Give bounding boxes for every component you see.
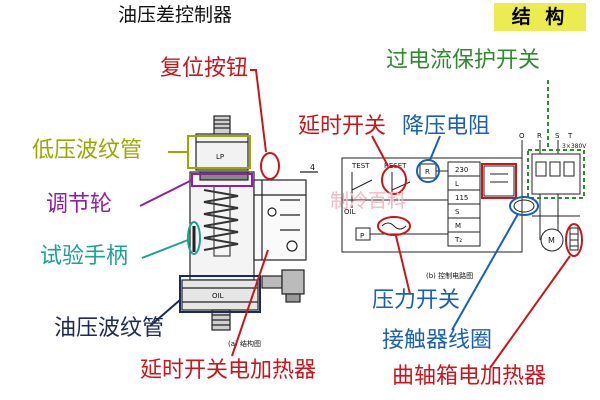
structure-badge: 结 构: [494, 3, 586, 31]
circuit-caption: (b) 控制电路图: [426, 271, 473, 280]
label-contactor-coil: 接触器线圈: [382, 328, 493, 353]
supply-o-label: O: [519, 132, 525, 140]
label-delay-switch: 延时开关: [298, 114, 387, 139]
circuit-test-label: TEST: [351, 162, 370, 170]
motor-label: M: [548, 236, 555, 245]
circuit-r-label: R: [425, 168, 430, 176]
label-delay-heater: 延时开关电加热器: [140, 358, 317, 383]
label-oil-bellows: 油压波纹管: [54, 316, 165, 341]
callout-4: 4: [310, 163, 315, 172]
terminal-label: 115: [455, 194, 468, 202]
terminal-label: L: [455, 180, 459, 188]
supply-voltage: 3×380V: [562, 143, 587, 150]
supply-s-label: S: [555, 132, 560, 140]
page-title: 油压差控制器: [118, 4, 233, 26]
label-pressure-switch: 压力开关: [372, 288, 461, 313]
leader-lines: [139, 69, 571, 369]
lp-tag: LP: [216, 153, 224, 161]
label-crankcase-heater: 曲轴箱电加热器: [392, 364, 547, 389]
label-test-handle: 试验手柄: [40, 244, 129, 269]
device-structure: [181, 115, 318, 331]
label-adjust-wheel: 调节轮: [46, 192, 113, 217]
terminal-label: S: [455, 208, 460, 216]
supply-r-label: R: [537, 132, 542, 140]
terminal-label: T₂: [454, 236, 462, 244]
terminal-label: 230: [455, 166, 468, 174]
control-circuit: [341, 140, 581, 253]
label-reset-button: 复位按钮: [160, 56, 249, 81]
device-caption: (a) 结构图: [228, 339, 261, 348]
label-low-pressure-bellows: 低压波纹管: [32, 138, 143, 163]
label-step-down-resistor: 降压电阻: [402, 114, 491, 139]
highlight-marks: [179, 135, 585, 313]
ghost-text: 制冷百科: [330, 190, 407, 212]
supply-t-label: T: [567, 132, 573, 140]
terminal-label: M: [455, 222, 461, 230]
circuit-p-label: P: [360, 232, 364, 240]
oil-tag: OIL: [212, 292, 224, 300]
label-overcurrent-switch: 过电流保护开关: [386, 48, 541, 73]
circuit-oil-label: OIL: [344, 208, 356, 216]
